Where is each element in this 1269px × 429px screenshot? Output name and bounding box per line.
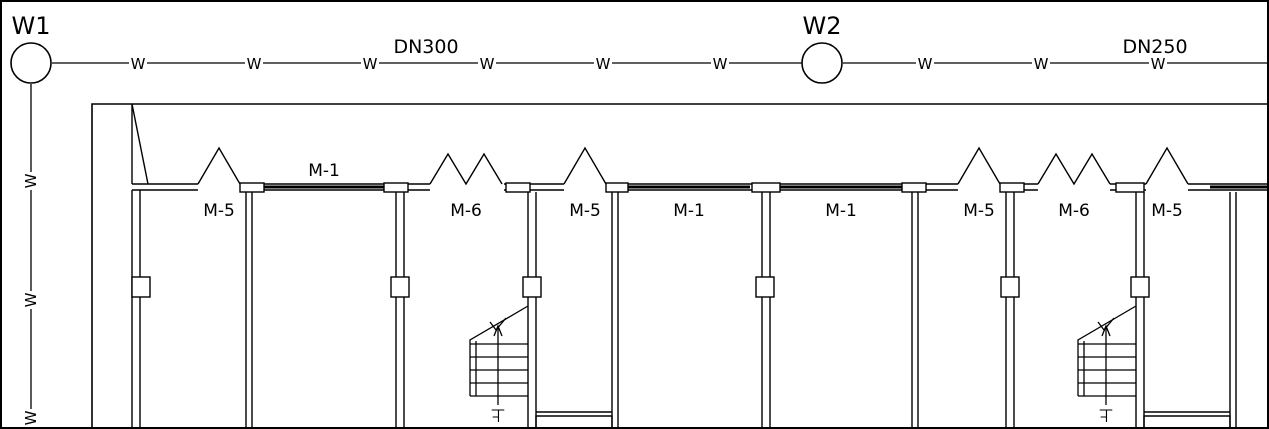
stair-up-label: 上 — [1099, 406, 1113, 422]
pipe-marker-gap — [245, 55, 263, 71]
door-swings — [197, 146, 1189, 186]
door-swing — [1037, 152, 1111, 186]
well-w1 — [10, 42, 52, 84]
door-label: M-6 — [1058, 201, 1090, 221]
pipe-markers-horizontal: W W W W W W W W W — [129, 55, 1167, 73]
door-swing — [429, 152, 503, 186]
partition-walls — [131, 190, 1237, 428]
pipe-marker: W — [22, 173, 40, 188]
door-swing — [197, 146, 241, 185]
door-label: M-1 — [673, 201, 705, 221]
column — [1000, 276, 1020, 298]
door-label: M-6 — [450, 201, 482, 221]
pipe-marker-gap — [23, 291, 39, 309]
stair-up-label: 上 — [491, 406, 505, 422]
pipe-marker: W — [22, 410, 40, 425]
column — [390, 276, 410, 298]
door-label: M-5 — [569, 201, 601, 221]
door-swing — [1145, 146, 1189, 185]
drain-pipe — [30, 62, 1268, 428]
pipe-marker-gap — [594, 55, 612, 71]
pipe-marker-gap — [916, 55, 934, 71]
columns — [131, 276, 1150, 298]
pipe-marker: W — [596, 55, 611, 73]
front-wall — [132, 183, 1268, 191]
column — [755, 276, 775, 298]
pipe-marker: W — [1034, 55, 1049, 73]
door-label: M-1 — [308, 161, 340, 181]
door-labels: M-5 M-1 M-6 M-5 M-1 M-1 M-5 M-6 M-5 — [203, 161, 1183, 221]
pipe-marker: W — [918, 55, 933, 73]
wall-stub — [131, 103, 149, 185]
door-swing — [957, 146, 1001, 185]
well-w1-label: W1 — [12, 12, 51, 40]
door-label: M-5 — [1151, 201, 1183, 221]
wall-piers — [239, 182, 1145, 193]
pipe-marker: W — [363, 55, 378, 73]
pipe-marker-gap — [711, 55, 729, 71]
pipe-size-label: DN250 — [1122, 36, 1187, 58]
column — [1130, 276, 1150, 298]
column — [522, 276, 542, 298]
door-swing — [563, 146, 607, 185]
pipe-marker: W — [131, 55, 146, 73]
well-w2 — [801, 42, 843, 84]
pipe-marker-gap — [1032, 55, 1050, 71]
pipe-marker: W — [247, 55, 262, 73]
column — [131, 276, 151, 298]
door-label: M-5 — [203, 201, 235, 221]
door-label: M-5 — [963, 201, 995, 221]
pipe-marker: W — [1151, 55, 1166, 73]
pipe-markers-vertical: W W W — [22, 172, 40, 427]
pipe-marker: W — [480, 55, 495, 73]
pipe-marker-gap — [23, 409, 39, 427]
pipe-size-label: DN300 — [393, 36, 458, 58]
well-w2-label: W2 — [803, 12, 842, 40]
door-label: M-1 — [825, 201, 857, 221]
pipe-marker-gap — [478, 55, 496, 71]
pipe-marker-gap — [129, 55, 147, 71]
pipe-marker-gap — [1149, 55, 1167, 71]
pipe-marker: W — [22, 292, 40, 307]
staircase — [469, 305, 529, 405]
pipe-marker-gap — [23, 172, 39, 190]
pipe-marker: W — [713, 55, 728, 73]
staircase — [1077, 305, 1137, 405]
pipe-marker-gap — [361, 55, 379, 71]
building-outline — [91, 103, 1268, 428]
